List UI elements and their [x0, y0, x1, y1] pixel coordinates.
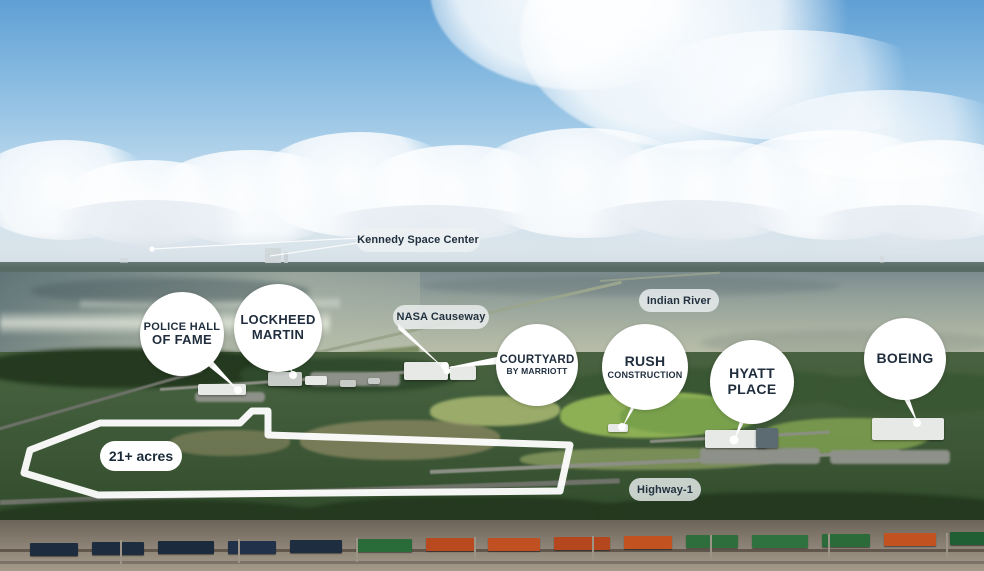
rail-signal-post: [356, 538, 358, 562]
rail-container: [228, 541, 276, 554]
building-boeing: [872, 418, 944, 440]
label-kennedy-space-center[interactable]: Kennedy Space Center: [356, 228, 480, 252]
rail-container: [822, 534, 870, 547]
vehicle-assembly-building: [265, 248, 281, 263]
callout-hyatt-place[interactable]: HYATT PLACE: [710, 340, 794, 424]
rail-container: [624, 536, 672, 549]
parking-lot-hyatt: [700, 448, 820, 464]
label-indian-river[interactable]: Indian River: [639, 289, 719, 312]
rail-container: [30, 543, 78, 556]
parcel-acreage-label[interactable]: 21+ acres: [100, 441, 182, 471]
rail-signal-post: [828, 534, 830, 558]
callout-line1: RUSH: [624, 353, 666, 370]
building-misc-2: [368, 378, 380, 384]
rail-signal-post: [710, 535, 712, 559]
rail-container: [356, 539, 412, 552]
horizon-structure-2: [880, 256, 884, 263]
rail-signal-post: [474, 537, 476, 561]
callout-line1: BOEING: [876, 350, 934, 367]
rail-container: [158, 541, 214, 554]
parking-lot-boeing: [830, 450, 950, 464]
rail-container: [92, 542, 144, 555]
building-rush-construction: [608, 424, 628, 432]
rail-signal-post: [120, 540, 122, 564]
rail-signal-post: [592, 536, 594, 560]
callout-line1: LOCKHEED: [240, 312, 316, 328]
rail-container: [554, 537, 610, 550]
callout-line1: HYATT: [729, 365, 775, 382]
callout-line1: COURTYARD: [499, 353, 575, 366]
callout-police-hall-of-fame[interactable]: POLICE HALL OF FAME: [140, 292, 224, 376]
rail-container: [752, 535, 808, 548]
building-courtyard-marriott: [404, 362, 448, 380]
rail-container: [884, 533, 936, 546]
building-courtyard-wing: [450, 366, 476, 380]
callout-subtext: BY MARRIOTT: [506, 365, 568, 376]
building-police-hall-of-fame: [198, 384, 246, 395]
rail-container: [488, 538, 540, 551]
label-nasa-causeway[interactable]: NASA Causeway: [393, 305, 489, 329]
callout-line2: PLACE: [727, 381, 777, 397]
label-highway-1[interactable]: Highway-1: [629, 478, 701, 501]
parcel-outline: [20, 407, 574, 499]
callout-subtext: CONSTRUCTION: [607, 369, 683, 380]
callout-line1: POLICE HALL: [143, 320, 221, 333]
water-dark-patch-2: [420, 276, 840, 296]
rail-container: [686, 535, 738, 548]
callout-rush-construction[interactable]: RUSH CONSTRUCTION: [602, 324, 688, 410]
parking-lot-police: [195, 392, 265, 402]
callout-lockheed-martin[interactable]: LOCKHEED MARTIN: [234, 284, 322, 372]
callout-line2: MARTIN: [251, 327, 305, 342]
callout-line2: OF FAME: [152, 331, 212, 347]
rail-signal-post: [946, 533, 948, 557]
rail-track-2: [0, 561, 984, 564]
rail-container: [290, 540, 342, 553]
horizon-structure-1: [120, 258, 128, 263]
building-misc-1: [340, 380, 356, 387]
callout-courtyard-by-marriott[interactable]: COURTYARD BY MARRIOTT: [496, 324, 578, 406]
launch-tower: [284, 252, 288, 263]
building-lockheed-annex: [305, 376, 327, 385]
rail-container: [950, 532, 984, 545]
building-lockheed-martin: [268, 372, 302, 386]
callout-boeing[interactable]: BOEING: [864, 318, 946, 400]
rail-signal-post: [238, 539, 240, 563]
rail-container: [426, 538, 474, 551]
building-hyatt-place-tower: [756, 428, 778, 448]
